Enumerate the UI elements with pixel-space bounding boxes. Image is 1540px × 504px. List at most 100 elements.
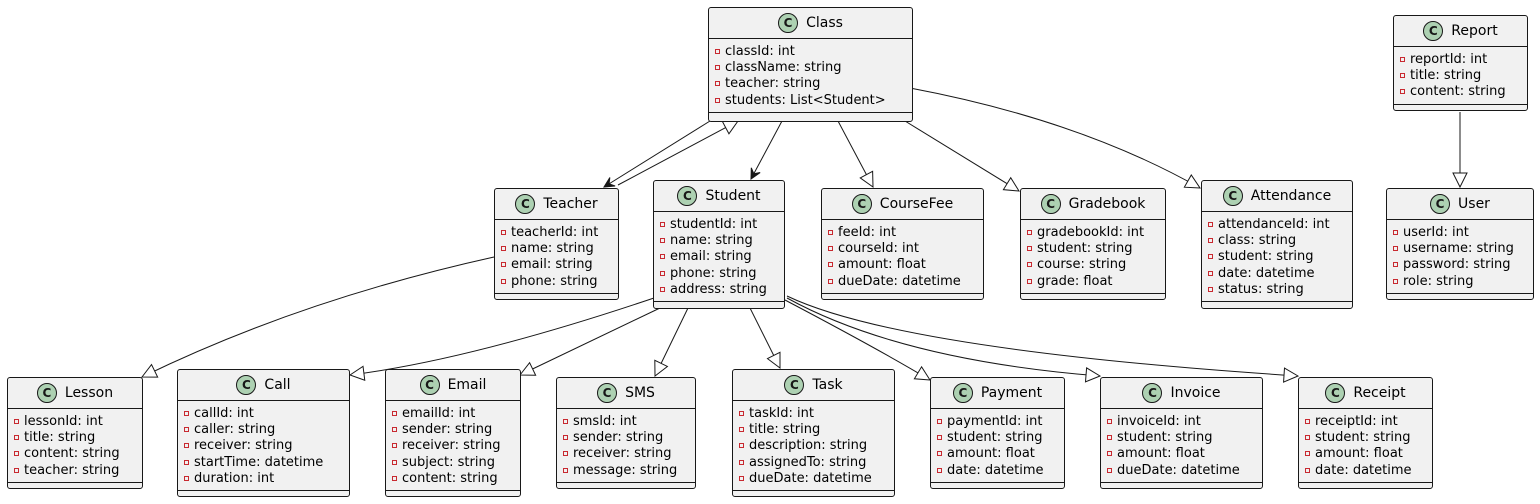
attribute-row: reportId: int	[1394, 51, 1527, 67]
private-visibility-icon	[1400, 72, 1405, 78]
attribute-text: name: string	[511, 240, 594, 256]
attribute-text: dueDate: datetime	[838, 273, 961, 289]
attribute-text: content: string	[24, 446, 120, 462]
private-visibility-icon	[739, 410, 744, 416]
attribute-text: userId: int	[1403, 224, 1469, 240]
private-visibility-icon	[563, 467, 568, 473]
attribute-text: status: string	[1218, 281, 1304, 297]
attribute-text: receiptId: int	[1315, 413, 1398, 429]
method-list	[822, 294, 983, 302]
attribute-row: emailId: int	[386, 405, 520, 421]
private-visibility-icon	[937, 434, 942, 440]
attribute-row: student: string	[1021, 240, 1165, 256]
class-name: Payment	[980, 385, 1043, 401]
attribute-row: subject: string	[386, 454, 520, 470]
attribute-text: date: datetime	[947, 462, 1044, 478]
class-stereotype-icon: C	[784, 375, 805, 395]
private-visibility-icon	[1027, 245, 1032, 251]
class-name: CourseFee	[879, 196, 954, 212]
private-visibility-icon	[1393, 245, 1398, 251]
relation-class-gradebook	[904, 120, 1020, 192]
relation-line	[904, 120, 1020, 192]
attribute-text: startTime: datetime	[194, 454, 324, 470]
private-visibility-icon	[392, 443, 397, 449]
inheritance-arrowhead	[1283, 367, 1300, 383]
attribute-text: students: List<Student>	[725, 92, 886, 108]
attribute-text: name: string	[670, 232, 753, 248]
relation-student-email	[518, 307, 661, 376]
private-visibility-icon	[1027, 278, 1032, 284]
private-visibility-icon	[1208, 237, 1213, 243]
class-stereotype-icon: C	[419, 375, 440, 395]
private-visibility-icon	[1393, 278, 1398, 284]
attribute-text: password: string	[1403, 257, 1511, 273]
method-list	[8, 483, 142, 491]
private-visibility-icon	[739, 459, 744, 465]
private-visibility-icon	[563, 434, 568, 440]
private-visibility-icon	[937, 418, 942, 424]
method-list	[1299, 483, 1432, 491]
attribute-row: address: string	[654, 281, 784, 297]
attribute-text: subject: string	[402, 454, 495, 470]
relation-line	[519, 307, 661, 376]
attribute-row: amount: float	[1299, 446, 1432, 462]
attribute-row: feeId: int	[822, 224, 983, 240]
method-list	[178, 491, 349, 499]
attribute-text: studentId: int	[670, 216, 758, 232]
attribute-text: title: string	[24, 429, 96, 445]
attribute-row: name: string	[654, 232, 784, 248]
attribute-text: dueDate: datetime	[1117, 462, 1240, 478]
attribute-text: content: string	[402, 470, 498, 486]
relation-line	[750, 120, 783, 180]
attribute-row: lessonId: int	[8, 413, 142, 429]
attribute-row: courseId: int	[822, 240, 983, 256]
attribute-row: student: string	[1202, 249, 1352, 265]
attribute-text: dueDate: datetime	[749, 470, 872, 486]
private-visibility-icon	[1107, 434, 1112, 440]
private-visibility-icon	[660, 254, 665, 260]
private-visibility-icon	[828, 278, 833, 284]
private-visibility-icon	[1027, 229, 1032, 235]
attribute-text: date: datetime	[1315, 462, 1412, 478]
private-visibility-icon	[1107, 418, 1112, 424]
private-visibility-icon	[1208, 254, 1213, 260]
attribute-row: student: string	[931, 429, 1064, 445]
private-visibility-icon	[14, 418, 19, 424]
private-visibility-icon	[1107, 451, 1112, 457]
method-list	[654, 302, 784, 310]
private-visibility-icon	[828, 262, 833, 268]
private-visibility-icon	[1107, 467, 1112, 473]
method-list	[1021, 294, 1165, 302]
private-visibility-icon	[184, 410, 189, 416]
attribute-row: title: string	[733, 421, 894, 437]
attribute-row: teacher: string	[709, 76, 912, 92]
